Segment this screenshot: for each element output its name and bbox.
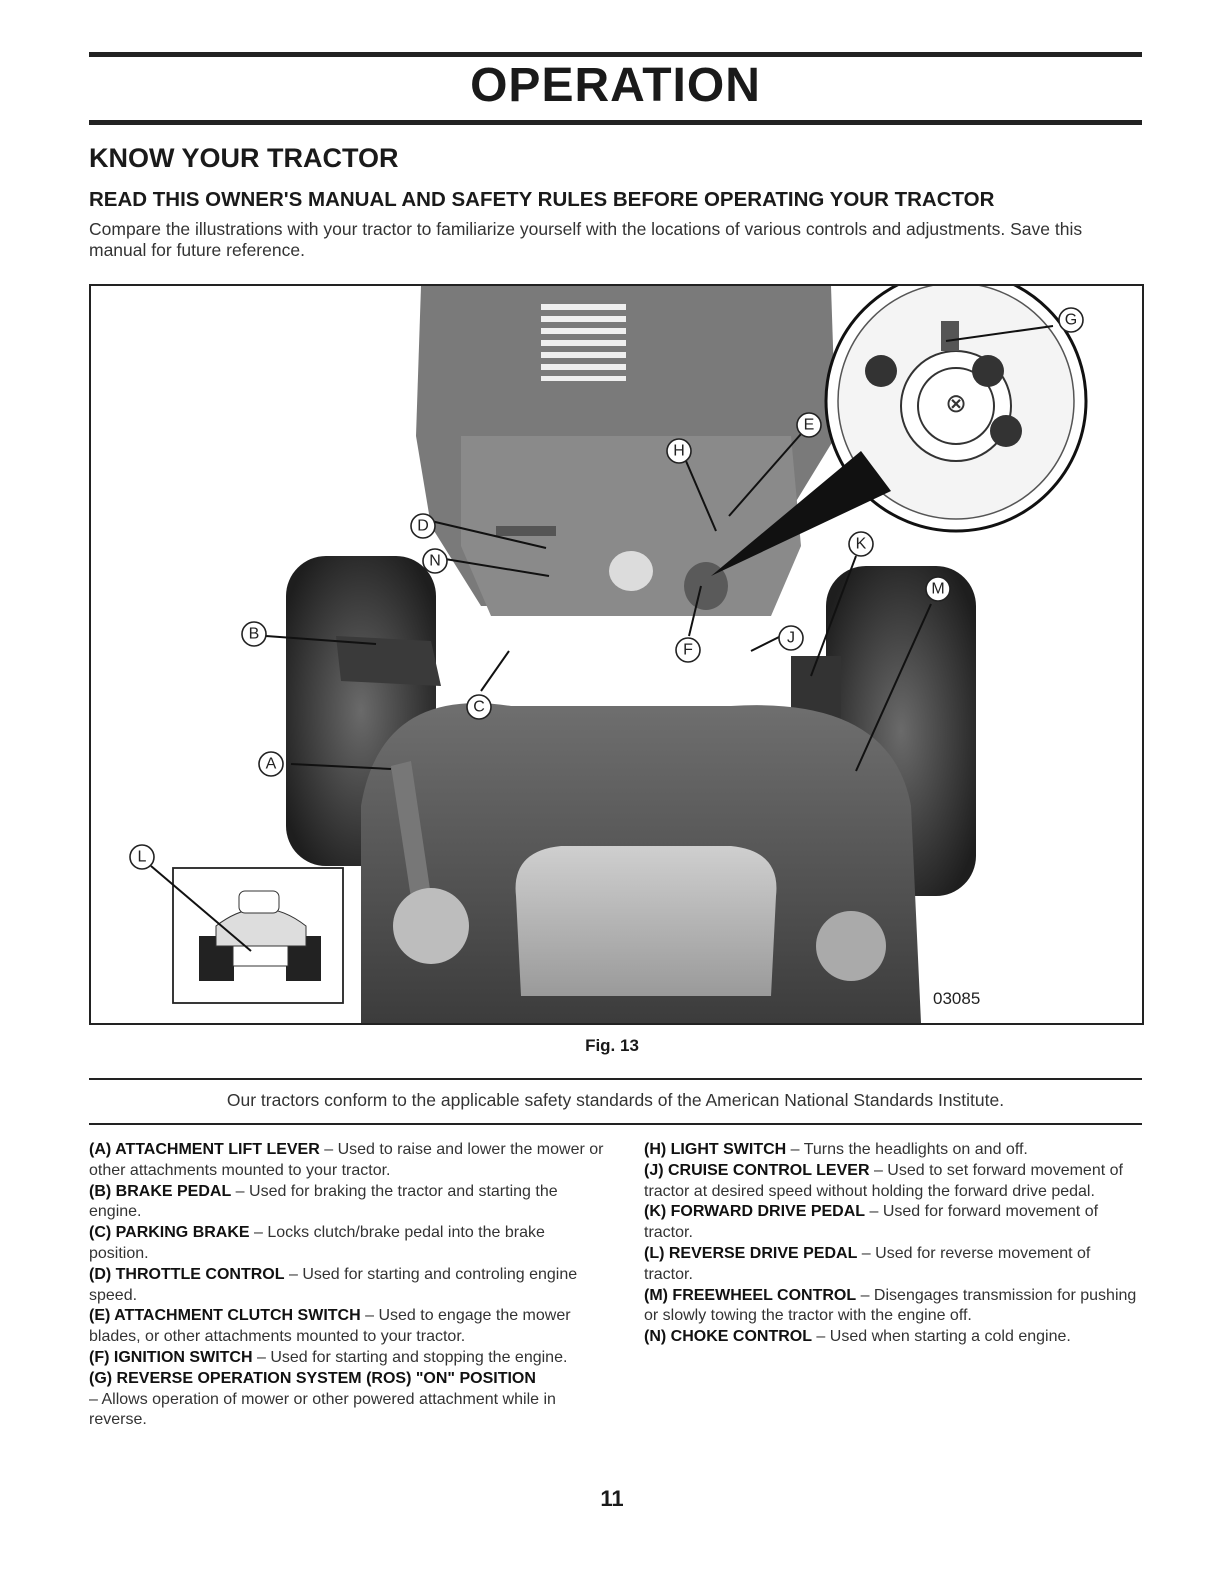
control-item-l: (L) REVERSE DRIVE PEDAL – Used for rever… xyxy=(644,1244,1091,1283)
page-title: OPERATION xyxy=(470,59,761,112)
svg-text:G: G xyxy=(1065,312,1077,329)
svg-text:J: J xyxy=(787,630,795,647)
lift-lever-shape xyxy=(391,761,431,898)
callout-j: J xyxy=(778,625,804,651)
callout-k: K xyxy=(848,531,874,557)
svg-text:E: E xyxy=(804,417,815,434)
callout-leaders xyxy=(150,325,1054,952)
svg-text:N: N xyxy=(429,553,441,570)
callout-c: C xyxy=(466,694,492,720)
seat-shape xyxy=(515,846,777,996)
standards-top-rule xyxy=(89,1078,1142,1080)
standards-note: Our tractors conform to the applicable s… xyxy=(226,1090,1005,1110)
intro-paragraph: Compare the illustrations with your trac… xyxy=(89,219,1083,260)
top-rule xyxy=(89,52,1142,57)
control-item-h: (H) LIGHT SWITCH – Turns the headlights … xyxy=(644,1141,1028,1158)
svg-text:L: L xyxy=(138,849,147,866)
image-code: 03085 xyxy=(933,989,980,1008)
svg-text:B: B xyxy=(249,626,260,643)
control-item-f: (F) IGNITION SWITCH – Used for starting … xyxy=(89,1348,568,1366)
section-subheading: READ THIS OWNER'S MANUAL AND SAFETY RULE… xyxy=(89,188,995,211)
svg-text:H: H xyxy=(673,443,685,460)
freewheel-inset xyxy=(172,867,344,1004)
page-number: 11 xyxy=(600,1486,624,1511)
callout-l: M xyxy=(925,576,951,602)
fuel-cap xyxy=(393,888,469,964)
ignition-leader-wedge xyxy=(711,451,891,576)
controls-list-right: (H) LIGHT SWITCH – Turns the headlights … xyxy=(644,1140,1142,1348)
control-item-n: (N) CHOKE CONTROL – Used when starting a… xyxy=(644,1328,1071,1346)
control-item-g: (G) REVERSE OPERATION SYSTEM (ROS) "ON" … xyxy=(89,1369,556,1429)
callout-g: G xyxy=(1058,307,1084,333)
control-item-m: (M) FREEWHEEL CONTROL – Disengages trans… xyxy=(644,1286,1137,1325)
svg-text:K: K xyxy=(856,536,867,553)
svg-text:F: F xyxy=(683,642,693,659)
control-item-b: (B) BRAKE PEDAL – Used for braking the t… xyxy=(89,1182,558,1221)
callout-f: F xyxy=(675,637,701,663)
callout-b: B xyxy=(241,621,267,647)
figure-caption: Fig. 13 xyxy=(585,1036,639,1055)
control-item-e: (E) ATTACHMENT CLUTCH SWITCH – Used to e… xyxy=(89,1307,571,1346)
hood-vent xyxy=(541,304,626,381)
callout-a: A xyxy=(258,751,284,777)
callout-d: D xyxy=(410,513,436,539)
ignition-inset: ⊗ xyxy=(824,286,1088,533)
callout-n: N xyxy=(422,548,448,574)
svg-text:D: D xyxy=(417,518,429,535)
svg-text:C: C xyxy=(473,699,485,716)
steering-column xyxy=(609,551,653,591)
tractor-illustration: ⊗ xyxy=(129,286,1088,1023)
control-item-c: (C) PARKING BRAKE – Locks clutch/brake p… xyxy=(89,1224,545,1262)
throttle-slot xyxy=(496,526,556,536)
control-item-d: (D) THROTTLE CONTROL – Used for starting… xyxy=(89,1265,578,1304)
brake-pedal-shape xyxy=(336,636,441,686)
svg-text:⊗: ⊗ xyxy=(945,389,967,419)
callout-m: L xyxy=(129,844,155,870)
ignition-knob xyxy=(684,562,728,610)
controls-list-left: (A) ATTACHMENT LIFT LEVER – Used to rais… xyxy=(89,1140,604,1431)
tractor-figure: ⊗ xyxy=(89,284,1144,1025)
callout-e: E xyxy=(796,412,822,438)
section-heading: KNOW YOUR TRACTOR xyxy=(89,143,399,173)
control-item-a: (A) ATTACHMENT LIFT LEVER – Used to rais… xyxy=(89,1141,604,1179)
svg-text:A: A xyxy=(266,756,277,773)
standards-bottom-rule xyxy=(89,1123,1142,1125)
cup-holder xyxy=(816,911,886,981)
control-item-j: (J) CRUISE CONTROL LEVER – Used to set f… xyxy=(644,1161,1123,1200)
title-rule xyxy=(89,120,1142,125)
control-item-k: (K) FORWARD DRIVE PEDAL – Used for forwa… xyxy=(644,1203,1099,1242)
svg-text:M: M xyxy=(931,581,944,598)
callout-h: H xyxy=(666,438,692,464)
